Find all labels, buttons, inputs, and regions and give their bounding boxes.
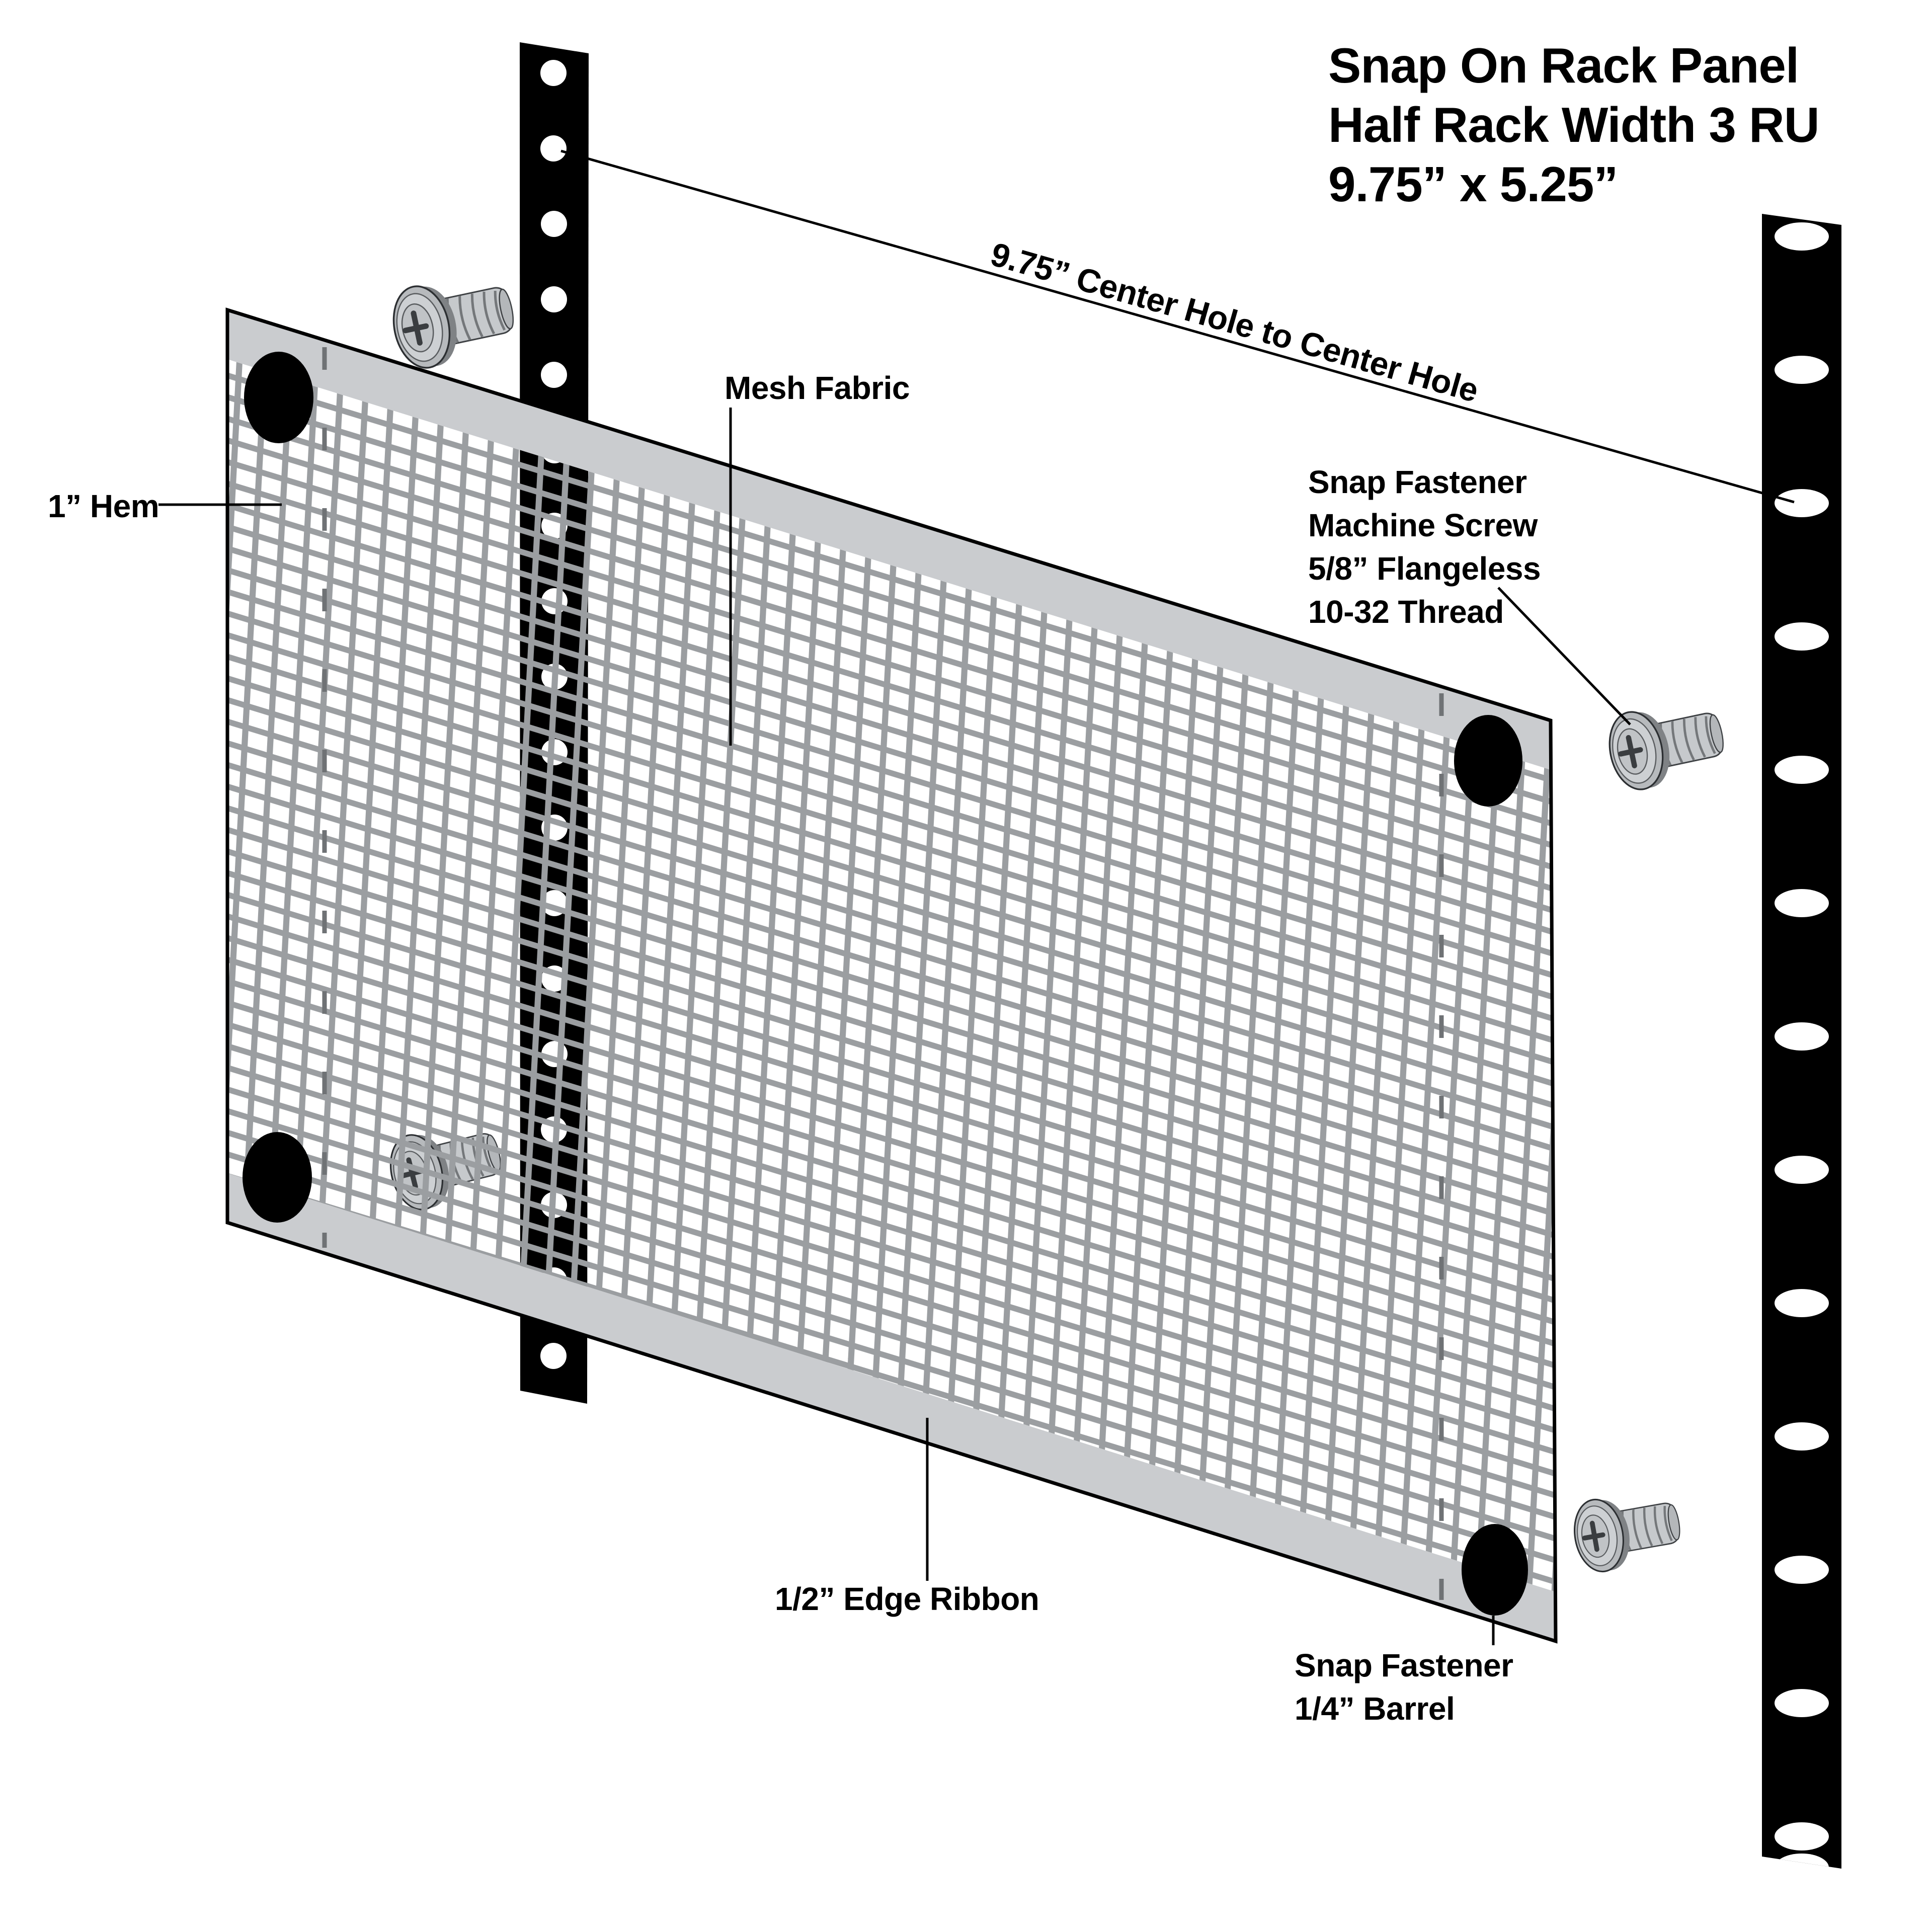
label-mesh-fabric: Mesh Fabric [725, 370, 910, 406]
right-rail-holes [1775, 222, 1829, 1869]
label-machine-screw-line4: 10-32 Thread [1308, 594, 1504, 630]
label-barrel-line2: 1/4” Barrel [1295, 1691, 1455, 1727]
panel-outline [225, 307, 1558, 1644]
edge-ribbon-bottom [227, 1173, 1556, 1641]
label-barrel-line1: Snap Fastener [1295, 1647, 1513, 1683]
label-barrel: Snap Fastener 1/4” Barrel [1295, 1647, 1513, 1727]
right-rack-rail [1762, 214, 1841, 1869]
title-line1: Snap On Rack Panel [1328, 38, 1799, 93]
mesh-fabric-panel [227, 359, 1556, 1592]
label-edge-ribbon: 1/2” Edge Ribbon [775, 1581, 1039, 1617]
label-hem: 1” Hem [48, 488, 159, 524]
label-machine-screw-line3: 5/8” Flangeless [1308, 550, 1541, 587]
label-machine-screw: Snap Fastener Machine Screw 5/8” Flangel… [1308, 464, 1541, 630]
title-line2: Half Rack Width 3 RU [1328, 97, 1819, 152]
dimension-line-center-hole [560, 149, 1795, 504]
snap-fastener-hole-bottom-left [243, 1132, 312, 1223]
snap-fastener-hole-top-right [1454, 715, 1522, 807]
title-line3: 9.75” x 5.25” [1328, 156, 1618, 212]
label-machine-screw-line1: Snap Fastener [1308, 464, 1527, 500]
leader-line-machine-screw [1497, 587, 1631, 726]
label-machine-screw-line2: Machine Screw [1308, 507, 1538, 543]
edge-ribbon-top [227, 310, 1551, 770]
snap-fastener-hole-bottom-right [1462, 1524, 1528, 1616]
snap-fastener-hole-top-left [244, 352, 313, 443]
page-title: Snap On Rack Panel Half Rack Width 3 RU … [1328, 38, 1820, 212]
